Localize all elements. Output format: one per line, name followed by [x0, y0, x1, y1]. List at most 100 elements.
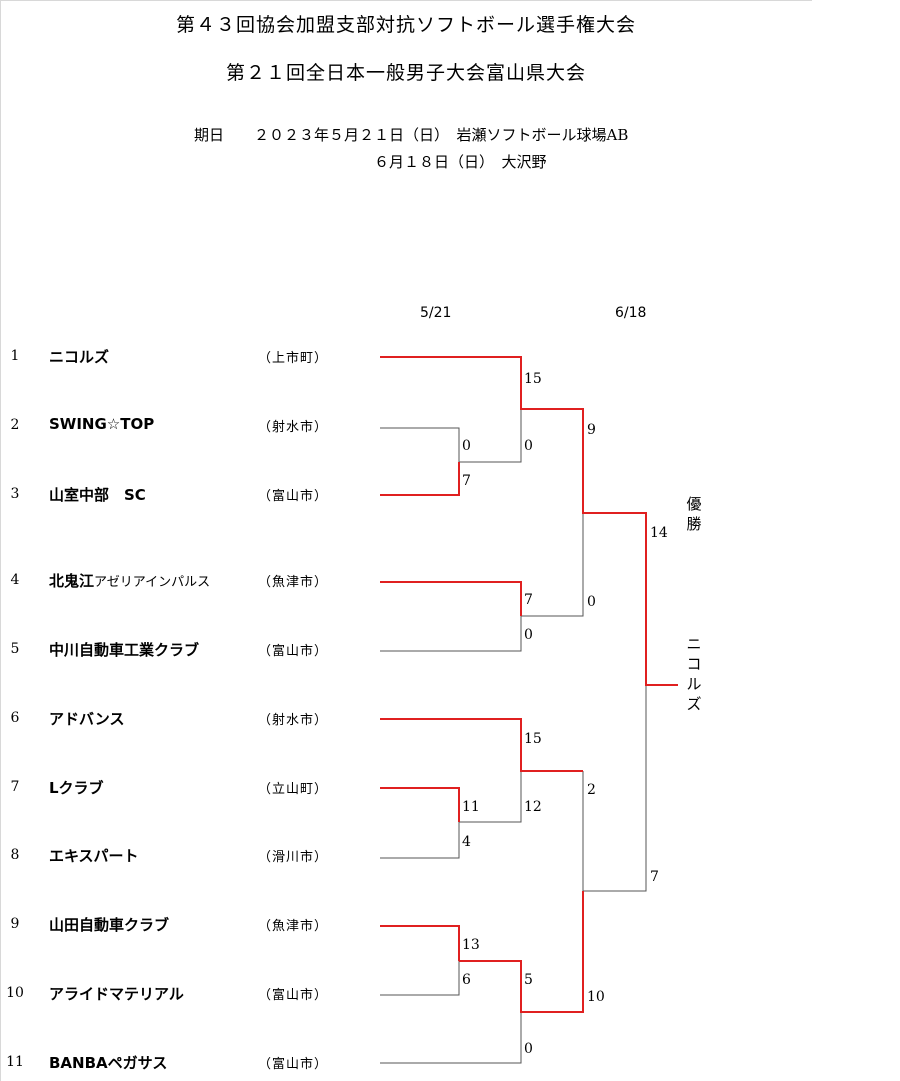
- team-name-main: アドバンス: [49, 710, 125, 728]
- bracket-line-semifinal-bottom: [583, 685, 647, 892]
- bracket-line-m1-winner: [459, 409, 522, 463]
- bracket-line-team-8: [380, 822, 460, 859]
- team-row: 7 Lクラブ （立山町）: [0, 776, 360, 800]
- bracket-line-team-10: [380, 961, 460, 996]
- score-m3-top: 7: [524, 592, 533, 608]
- team-seed: 8: [10, 847, 20, 863]
- score-m8-top: 5: [524, 972, 533, 988]
- team-name: 山室中部 SC: [49, 484, 146, 505]
- team-city: （富山市）: [258, 988, 329, 1003]
- score-m1-top: 0: [462, 438, 471, 454]
- score-m8-bottom: 0: [524, 1041, 533, 1057]
- team-name: エキスパート: [49, 845, 139, 866]
- score-final-top: 14: [650, 525, 668, 541]
- team-row: 4 北鬼江アゼリアインパルス （魚津市）: [0, 569, 360, 593]
- score-final-bottom: 7: [650, 869, 659, 885]
- score-m4-bottom: 0: [587, 594, 596, 610]
- team-seed: 3: [10, 486, 20, 502]
- team-row: 8 エキスパート （滑川市）: [0, 844, 360, 868]
- team-name-main: 中川自動車工業クラブ: [49, 641, 200, 659]
- period-label: 期日: [194, 126, 225, 144]
- score-m5-bottom: 4: [462, 834, 471, 850]
- score-m4-top: 9: [587, 422, 596, 438]
- team-name-main: 北鬼江: [49, 572, 95, 590]
- round-date-2: 6/18: [615, 305, 647, 321]
- team-name: 北鬼江アゼリアインパルス: [49, 570, 210, 591]
- team-city: （滑川市）: [258, 850, 329, 865]
- bracket-line-team-2: [380, 427, 460, 462]
- champion-name: ニコルズ: [686, 635, 702, 713]
- score-m9-top: 2: [587, 782, 596, 798]
- tournament-title: 第４３回協会加盟支部対抗ソフトボール選手権大会: [175, 14, 636, 36]
- score-m9-bottom: 10: [587, 989, 605, 1005]
- bracket-line-m5-winner: [459, 771, 522, 823]
- team-name: Lクラブ: [49, 777, 104, 798]
- score-m5-top: 11: [462, 799, 480, 815]
- team-row: 9 山田自動車クラブ （魚津市）: [0, 913, 360, 937]
- tournament-subtitle: 第２１回全日本一般男子大会富山県大会: [225, 62, 586, 84]
- team-name-suffix: アゼリアインパルス: [94, 575, 211, 590]
- team-city: （上市町）: [258, 351, 329, 366]
- team-seed: 9: [10, 916, 20, 932]
- team-name-main: Lクラブ: [49, 779, 104, 797]
- team-name-main: 山田自動車クラブ: [49, 916, 170, 934]
- bracket-line-team-3: [380, 462, 460, 496]
- bracket-lines-lose: [380, 409, 647, 1064]
- page-frame-top: [0, 0, 812, 1]
- period-line-2: ６月１８日（日） 大沢野: [374, 153, 547, 171]
- bracket-line-team-6: [380, 718, 583, 772]
- round-date-1: 5/21: [420, 305, 452, 321]
- team-name: 山田自動車クラブ: [49, 914, 169, 935]
- score-m7-top: 13: [462, 937, 480, 953]
- team-seed: 6: [10, 710, 20, 726]
- team-city: （射水市）: [258, 713, 329, 728]
- score-m7-bottom: 6: [462, 972, 471, 988]
- team-name: 中川自動車工業クラブ: [49, 639, 199, 660]
- team-name-main: ニコルズ: [49, 348, 110, 366]
- period-line-1: ２０２３年５月２１日（日） 岩瀬ソフトボール球場AB: [254, 126, 629, 144]
- team-name: BANBAペガサス: [49, 1052, 167, 1073]
- team-seed: 10: [6, 985, 24, 1001]
- champion-label: 優勝: [686, 495, 702, 533]
- score-m3-bottom: 0: [524, 627, 533, 643]
- bracket-line-m3-winner: [521, 513, 584, 617]
- bracket-line-team-7: [380, 787, 460, 822]
- bracket-line-team-5: [380, 616, 522, 652]
- bracket-line-team-9: [380, 925, 460, 961]
- team-name-main: アライドマテリアル: [49, 985, 184, 1003]
- bracket-lines-win: [380, 356, 678, 1013]
- team-row: 5 中川自動車工業クラブ （富山市）: [0, 638, 360, 662]
- team-city: （魚津市）: [258, 919, 329, 934]
- team-city: （立山町）: [258, 782, 329, 797]
- bracket-line-team-9-path: [459, 891, 584, 1013]
- team-seed: 1: [10, 348, 20, 364]
- team-name: アライドマテリアル: [49, 983, 184, 1004]
- score-m6-bottom: 12: [524, 799, 542, 815]
- team-row: 3 山室中部 SC （富山市）: [0, 483, 360, 507]
- bracket-line-team-4: [380, 581, 522, 616]
- team-city: （射水市）: [258, 420, 329, 435]
- team-name: SWING☆TOP: [49, 415, 154, 433]
- team-seed: 5: [10, 641, 20, 657]
- team-city: （魚津市）: [258, 575, 329, 590]
- team-name-main: 山室中部 SC: [49, 486, 146, 504]
- team-name: アドバンス: [49, 708, 124, 729]
- score-m6-top: 15: [524, 731, 542, 747]
- team-row: 10 アライドマテリアル （富山市）: [0, 982, 360, 1006]
- team-city: （富山市）: [258, 1057, 329, 1072]
- page-frame-left: [0, 0, 1, 1081]
- team-name: ニコルズ: [49, 346, 109, 367]
- team-city: （富山市）: [258, 489, 329, 504]
- team-row: 1 ニコルズ （上市町）: [0, 345, 360, 369]
- bracket-line-champion-path: [380, 356, 678, 686]
- team-row: 6 アドバンス （射水市）: [0, 707, 360, 731]
- bracket-line-team-11: [380, 1012, 522, 1064]
- team-name-main: エキスパート: [49, 847, 139, 865]
- team-seed: 7: [10, 779, 20, 795]
- team-city: （富山市）: [258, 644, 329, 659]
- team-seed: 4: [10, 572, 20, 588]
- score-m1-bottom: 7: [462, 473, 471, 489]
